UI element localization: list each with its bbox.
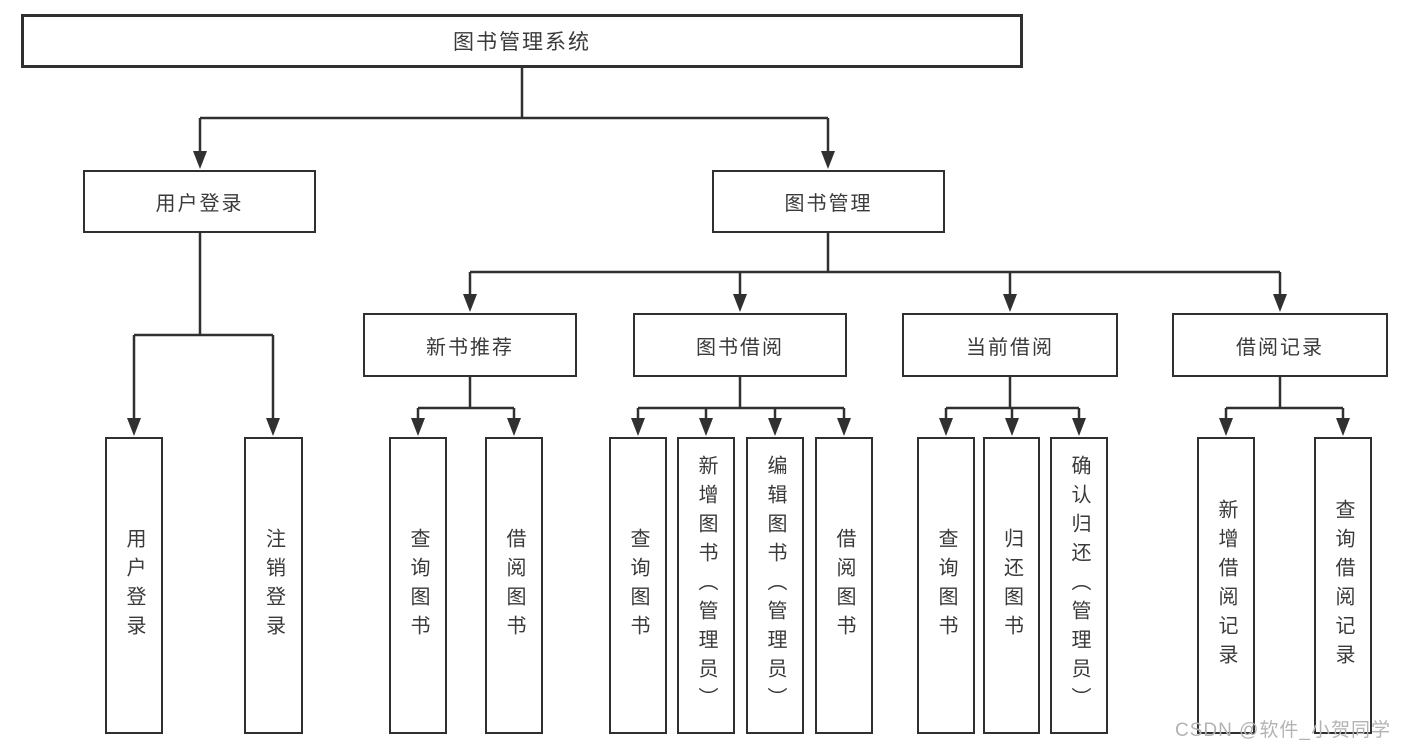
leaf-br-add-record: 新增借阅记录 bbox=[1197, 437, 1255, 734]
leaf-bb-add-book-admin: 新增图书（管理员） bbox=[677, 437, 735, 734]
leaf-br-add-record-label: 新增借阅记录 bbox=[1215, 498, 1237, 673]
connector-root-to-level2 bbox=[193, 68, 835, 169]
leaf-cb-confirm-return-admin: 确认归还（管理员） bbox=[1050, 437, 1108, 734]
csdn-watermark: CSDN @软件_小贺同学 bbox=[1175, 720, 1391, 741]
connector-user-login-branch bbox=[127, 233, 280, 436]
leaf-cb-return-book-label: 归还图书 bbox=[1000, 527, 1023, 644]
leaf-cb-query-book: 查询图书 bbox=[917, 437, 975, 734]
leaf-cb-return-book: 归还图书 bbox=[983, 437, 1040, 734]
node-book-management: 图书管理 bbox=[712, 170, 945, 233]
node-new-book-recommend: 新书推荐 bbox=[363, 313, 577, 377]
leaf-nb-borrow-book: 借阅图书 bbox=[485, 437, 543, 734]
connector-book-mgmt-to-level3 bbox=[463, 233, 1287, 312]
leaf-user-login: 用户登录 bbox=[105, 437, 163, 734]
leaf-nb-query-book-label: 查询图书 bbox=[407, 527, 429, 644]
leaf-bb-add-book-admin-label: 新增图书（管理员） bbox=[695, 455, 717, 716]
leaf-bb-borrow-book-label: 借阅图书 bbox=[833, 527, 855, 644]
connector-book-borrow-branch bbox=[631, 377, 851, 436]
connector-current-borrow-branch bbox=[939, 377, 1086, 436]
node-user-login: 用户登录 bbox=[83, 170, 316, 233]
leaf-bb-query-book: 查询图书 bbox=[609, 437, 667, 734]
leaf-nb-query-book: 查询图书 bbox=[389, 437, 447, 734]
leaf-br-query-record: 查询借阅记录 bbox=[1314, 437, 1372, 734]
connector-borrow-records-branch bbox=[1219, 377, 1350, 436]
leaf-br-query-record-label: 查询借阅记录 bbox=[1332, 498, 1354, 673]
leaf-bb-edit-book-admin: 编辑图书（管理员） bbox=[746, 437, 804, 734]
leaf-bb-edit-book-admin-label: 编辑图书（管理员） bbox=[764, 455, 786, 716]
leaf-logout: 注销登录 bbox=[244, 437, 303, 734]
node-book-borrowing: 图书借阅 bbox=[633, 313, 847, 377]
connector-new-book-rec-branch bbox=[411, 377, 521, 436]
leaf-bb-borrow-book: 借阅图书 bbox=[815, 437, 873, 734]
leaf-bb-query-book-label: 查询图书 bbox=[627, 527, 649, 644]
leaf-cb-query-book-label: 查询图书 bbox=[935, 527, 957, 644]
leaf-cb-confirm-return-admin-label: 确认归还（管理员） bbox=[1068, 455, 1090, 716]
node-current-borrowing: 当前借阅 bbox=[902, 313, 1118, 377]
leaf-user-login-label: 用户登录 bbox=[123, 527, 145, 644]
leaf-nb-borrow-book-label: 借阅图书 bbox=[503, 527, 525, 644]
node-borrow-records: 借阅记录 bbox=[1172, 313, 1388, 377]
node-library-system: 图书管理系统 bbox=[21, 14, 1023, 68]
leaf-logout-label: 注销登录 bbox=[262, 527, 285, 644]
